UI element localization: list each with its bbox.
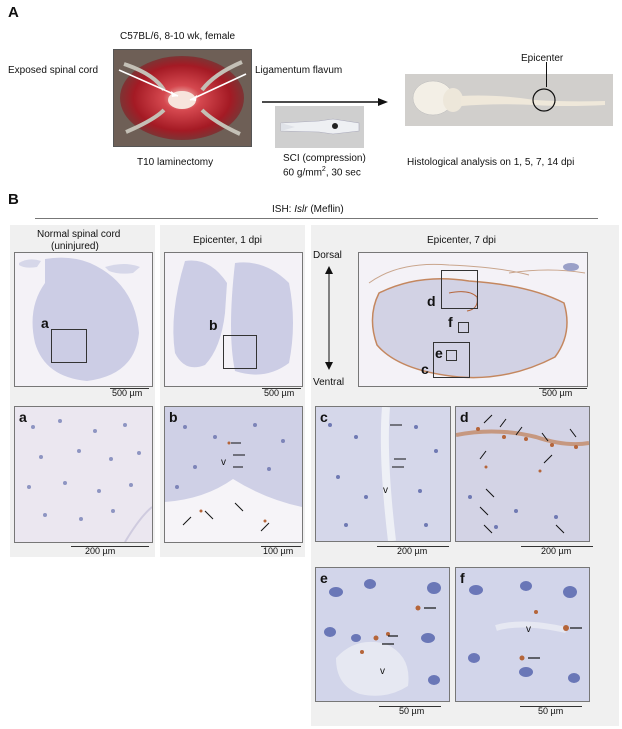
scale-b: 100 µm xyxy=(261,546,301,556)
micrograph-1dpi-overview: b xyxy=(164,252,303,387)
sci-line2: 60 g/mm2, 30 sec xyxy=(283,166,361,179)
inset-box-b xyxy=(223,335,257,369)
scale-1dpi-overview: 500 µm xyxy=(262,388,301,398)
epicenter-label: Epicenter xyxy=(521,53,564,64)
micrograph-7dpi-overview: d f c e xyxy=(358,252,588,387)
micrograph-normal-overview: a xyxy=(14,252,153,387)
micrograph-e: e v xyxy=(315,567,450,702)
dorsal-ventral-arrow xyxy=(325,266,333,370)
panel-b-letter: B xyxy=(8,191,19,208)
label-exposed-spinal-cord: Exposed spinal cord xyxy=(8,65,99,76)
micrograph-a: a xyxy=(14,406,153,543)
label-ligamentum-flavum: Ligamentum flavum xyxy=(255,65,343,76)
scale-d: 200 µm xyxy=(521,546,593,556)
label-ventral: Ventral xyxy=(313,377,345,388)
col2-title: Epicenter, 1 dpi xyxy=(193,235,262,246)
micrograph-f: f v xyxy=(455,567,590,702)
micrograph-b: b v xyxy=(164,406,303,543)
inset-box-f xyxy=(458,322,469,333)
panel-letter-f: f xyxy=(460,570,465,586)
col1-title-line1: Normal spinal cord xyxy=(37,229,121,240)
micrograph-c: c v xyxy=(315,406,451,542)
inset-letter-e: e xyxy=(435,345,443,361)
inset-letter-f: f xyxy=(448,314,453,330)
scale-7dpi-overview: 500 µm xyxy=(539,388,587,398)
scale-e: 50 µm xyxy=(379,706,441,716)
scale-f: 50 µm xyxy=(520,706,582,716)
panel-letter-c: c xyxy=(320,409,328,425)
epicenter-pointer xyxy=(546,62,547,87)
panel-letter-a: a xyxy=(19,409,27,425)
compression-device-photo xyxy=(275,106,364,148)
caption-laminectomy: T10 laminectomy xyxy=(137,157,214,168)
panel-letter-e: e xyxy=(320,570,328,586)
inset-box-a xyxy=(51,329,87,363)
inset-box-e xyxy=(446,350,457,361)
inset-letter-c: c xyxy=(421,361,429,377)
inset-box-c xyxy=(433,342,470,378)
surgery-photo xyxy=(113,49,252,147)
spinal-cord-photo xyxy=(405,74,613,126)
scale-normal-overview: 500 µm xyxy=(110,388,149,398)
vessel-label-c: v xyxy=(383,485,388,496)
col3-title: Epicenter, 7 dpi xyxy=(427,235,496,246)
panel-letter-b: b xyxy=(169,409,178,425)
ish-rule xyxy=(35,218,598,219)
vessel-label-b: v xyxy=(221,457,226,468)
ish-title: ISH: Islr (Meflin) xyxy=(272,204,344,215)
panel-a-letter: A xyxy=(8,4,19,21)
mouse-info: C57BL/6, 8-10 wk, female xyxy=(120,31,236,42)
process-arrow xyxy=(262,98,388,106)
inset-letter-d: d xyxy=(427,293,436,309)
scale-a: 200 µm xyxy=(71,546,149,556)
inset-letter-b: b xyxy=(209,317,218,333)
scale-c: 200 µm xyxy=(377,546,449,556)
inset-box-d xyxy=(441,270,478,309)
label-dorsal: Dorsal xyxy=(313,250,342,261)
col1-title-line2: (uninjured) xyxy=(51,241,99,252)
vessel-label-f: v xyxy=(526,624,531,635)
micrograph-d: d xyxy=(455,406,590,542)
histology-caption: Histological analysis on 1, 5, 7, 14 dpi xyxy=(407,157,575,168)
inset-letter-a: a xyxy=(41,315,49,331)
panel-letter-d: d xyxy=(460,409,469,425)
vessel-label-e: v xyxy=(380,666,385,677)
sci-line1: SCI (compression) xyxy=(283,153,366,164)
